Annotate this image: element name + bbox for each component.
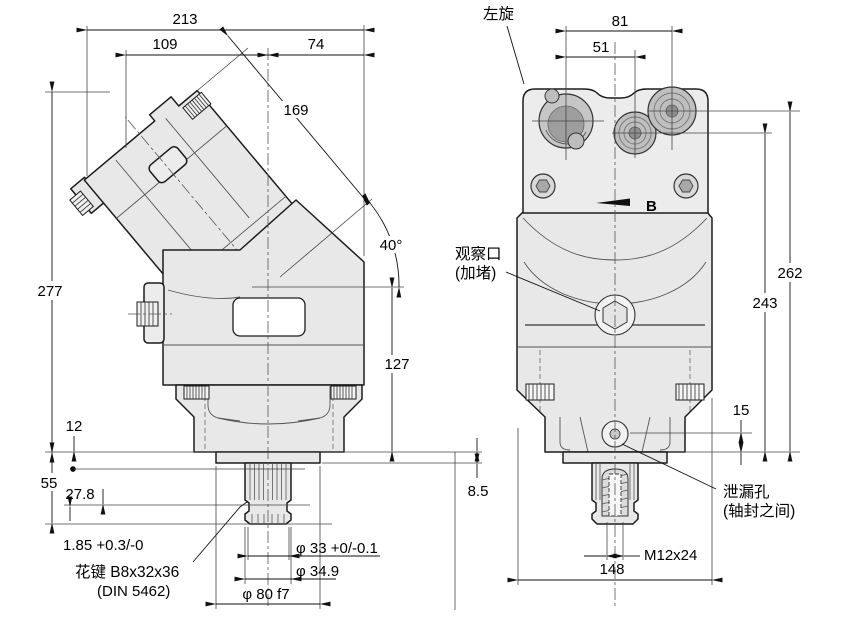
dim-40deg: 40° xyxy=(380,237,403,254)
corner-bolt-left xyxy=(530,173,556,199)
rotation-label: 左旋 xyxy=(483,5,515,23)
sight-port-label-2: (加堵) xyxy=(455,264,496,282)
rotation-leader-line xyxy=(506,25,525,85)
spline-label: 花键 B8x32x36 xyxy=(75,563,179,581)
dim-8-5: 8.5 xyxy=(468,483,489,500)
leak-hole-label-2: (轴封之间) xyxy=(723,502,795,520)
dim-phi33: φ 33 +0/-0.1 xyxy=(296,540,378,557)
dim-27-8: 27.8 xyxy=(65,486,94,503)
tilted-axis-centerline xyxy=(124,116,285,307)
face-screw-bottom xyxy=(567,132,585,150)
bell-knurl-left xyxy=(525,383,555,401)
spline-teeth xyxy=(249,464,287,523)
sight-leader-line xyxy=(505,271,601,312)
corner-bolt-right xyxy=(673,173,699,199)
dim-109: 109 xyxy=(152,36,177,53)
lifting-boss xyxy=(148,145,188,184)
dim-phi34-9: φ 34.9 xyxy=(296,563,339,580)
dim-262: 262 xyxy=(777,265,802,282)
dim-127: 127 xyxy=(384,356,409,373)
dim-55: 55 xyxy=(41,475,58,492)
port-b-arrow-mark xyxy=(596,198,630,206)
spline-leader-line xyxy=(192,501,248,563)
dim-81: 81 xyxy=(612,13,629,30)
dim-m12x24: M12x24 xyxy=(644,547,697,564)
dim-51: 51 xyxy=(593,39,610,56)
bell-knurl-right xyxy=(675,383,705,401)
leak-leader-line xyxy=(621,443,717,490)
dim-74: 74 xyxy=(308,36,325,53)
left-view-side xyxy=(69,48,404,608)
flange-knurl-right xyxy=(330,385,357,400)
dim-15: 15 xyxy=(733,402,750,419)
leak-hole-label-1: 泄漏孔 xyxy=(723,483,770,501)
knurled-plug-left xyxy=(69,190,95,217)
face-screw-top xyxy=(544,88,560,104)
dim-1-85: 1.85 +0.3/-0 xyxy=(63,537,143,554)
left-view-dimensions: 213 109 74 169 40° 277 127 12 55 27.8 1.… xyxy=(34,11,488,610)
right-view-rear xyxy=(516,42,713,608)
knurled-plug-top xyxy=(182,91,212,120)
dim-243: 243 xyxy=(752,295,777,312)
dim-169: 169 xyxy=(283,102,308,119)
flange-knurl-left xyxy=(183,385,210,400)
name-plate xyxy=(232,297,306,337)
right-view-dimensions: 左旋 81 51 B 观察口 (加堵) 262 243 15 泄漏孔 (轴封之间… xyxy=(455,5,807,585)
din-label: (DIN 5462) xyxy=(97,583,170,600)
sight-port-label-1: 观察口 xyxy=(455,245,502,263)
dim-213: 213 xyxy=(172,11,197,28)
dim-12: 12 xyxy=(66,418,83,435)
port-b-label: B xyxy=(646,198,657,215)
dim-phi80: φ 80 f7 xyxy=(242,586,289,603)
dim-148: 148 xyxy=(599,561,624,578)
dim-277: 277 xyxy=(37,283,62,300)
